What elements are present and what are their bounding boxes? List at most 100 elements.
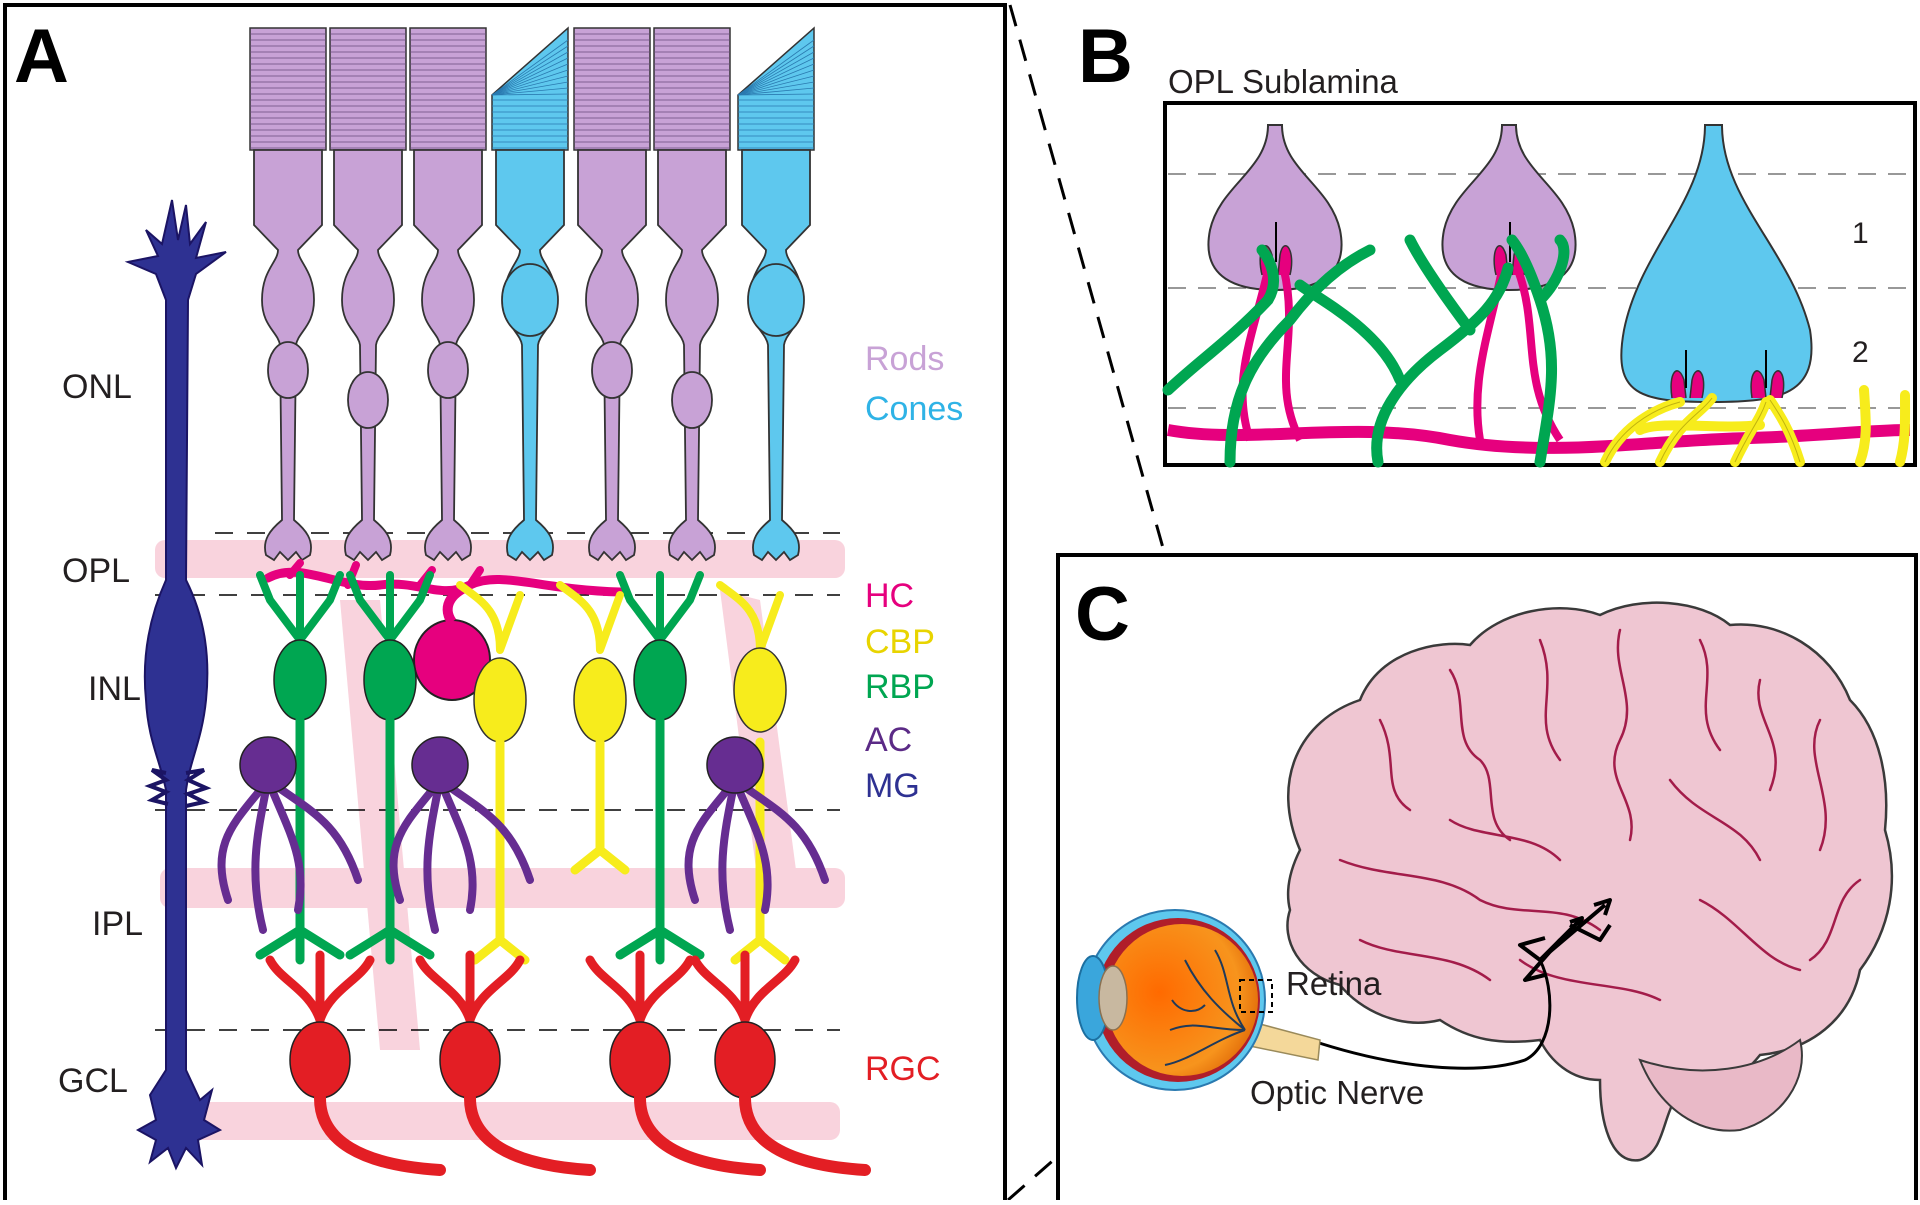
arrow-5	[1569, 923, 1612, 942]
arrow-4	[1523, 938, 1562, 982]
layer-label-opl: OPL	[62, 552, 130, 590]
rbp-soma	[273, 639, 327, 721]
panel-a-letter: A	[14, 14, 69, 99]
cbp-soma	[573, 657, 627, 743]
rbp-dendrites	[256, 571, 344, 644]
rod-photoreceptor-5	[573, 27, 651, 562]
cone-photoreceptor-4	[491, 26, 569, 562]
amacrine-cell-1	[217, 736, 362, 934]
layer-label-inl: INL	[88, 670, 141, 708]
cerebellum	[1638, 1038, 1803, 1132]
rgc-dendrites	[415, 950, 525, 1025]
cbp-dendrites-outline	[1604, 397, 1801, 463]
rbp-soma	[633, 639, 687, 721]
ganglion-cell-4	[690, 950, 871, 1176]
rod-bipolar-cell-1	[255, 571, 345, 965]
rod-nucleus	[671, 371, 713, 429]
rgc-dendrites	[265, 950, 375, 1025]
cone-disc-line	[491, 45, 569, 96]
rgc-axon	[464, 1092, 596, 1176]
cone-disc-line	[491, 75, 569, 96]
cone-disc-line	[491, 81, 569, 96]
rod-nucleus	[427, 341, 469, 399]
cbp-axon	[570, 737, 630, 875]
cone-disc-line	[737, 75, 815, 96]
horizontal-cell	[263, 559, 625, 701]
panel-b: B OPL Sublamina 1 2	[1078, 14, 1917, 468]
ac-soma	[411, 736, 469, 794]
rod-cell-body	[657, 149, 727, 562]
cone-disc-line	[491, 39, 569, 96]
rgc-soma	[439, 1021, 501, 1099]
cbp-soma	[733, 647, 787, 733]
sublamina-label-1: 1	[1852, 217, 1869, 250]
cone-cell-body	[495, 149, 565, 562]
rgc-axon	[739, 1092, 871, 1176]
amacrine-cell-2	[389, 736, 534, 934]
retinal-vessels	[1164, 949, 1246, 1066]
cone-bipolar-cell-2	[556, 581, 630, 875]
hc-axon-branches	[1238, 268, 1564, 443]
sublamina-label-2: 2	[1852, 336, 1869, 369]
cone-disc-line	[737, 51, 815, 96]
rod-bipolar-cell-3	[615, 571, 705, 965]
panel-c-letter: C	[1075, 572, 1130, 657]
rbp-dendrites	[616, 571, 704, 644]
cone-disc-line	[737, 63, 815, 96]
rbp-axon	[255, 715, 345, 965]
legend-label-rgc: RGC	[865, 1050, 941, 1088]
ac-soma	[706, 736, 764, 794]
muller-glia-cell	[124, 199, 227, 1171]
cone-disc-line	[491, 69, 569, 96]
rbp-dendrites	[1162, 234, 1570, 468]
eyeball-retina	[1106, 924, 1258, 1076]
cone-disc-line	[491, 57, 569, 96]
pathway-arrows	[1518, 898, 1612, 982]
rgc-dendrites	[690, 950, 800, 1025]
hc-dendrites	[263, 567, 625, 597]
cone-disc-line	[737, 39, 815, 96]
label-retina: Retina	[1286, 965, 1382, 1002]
brain-sulci	[1338, 628, 1862, 1002]
ganglion-cell-3	[585, 950, 766, 1176]
arrow-3	[1518, 936, 1546, 962]
layer-label-onl: ONL	[62, 368, 132, 406]
rbp-dendrites	[346, 571, 434, 644]
layer-boundaries	[155, 532, 840, 1031]
legend-label-cbp: CBP	[865, 623, 935, 661]
rod-terminal-2	[1441, 124, 1577, 292]
ganglion-cell-2	[415, 950, 596, 1176]
cbp-dendrites	[456, 581, 524, 654]
rgc-soma	[714, 1021, 776, 1099]
legend-label-cones: Cones	[865, 390, 963, 428]
rod-photoreceptor-6	[653, 27, 731, 562]
mg-body	[124, 199, 227, 1171]
legend-label-rods: Rods	[865, 340, 944, 378]
cone-pedicle	[1620, 124, 1813, 404]
cbp-soma	[473, 657, 527, 743]
rgc-dendrites	[585, 950, 695, 1025]
rod-photoreceptor-1	[249, 27, 327, 562]
cone-disc-line	[737, 81, 815, 96]
layer-label-gcl: GCL	[58, 1062, 128, 1100]
cone-disc-line	[737, 57, 815, 96]
rbp-axon	[345, 715, 435, 965]
cbp-dendrites	[556, 581, 624, 654]
layer-labels: ONL OPL INL IPL GCL	[58, 368, 143, 1100]
rod-nucleus	[347, 371, 389, 429]
cone-disc-line	[737, 87, 815, 96]
band-gcl	[160, 1102, 840, 1140]
legend-label-ac: AC	[865, 721, 912, 759]
cone-nucleus	[501, 263, 559, 337]
rbp-axon	[615, 715, 705, 965]
eye	[1076, 909, 1321, 1091]
photoreceptors	[249, 26, 815, 562]
ac-processes	[389, 776, 534, 934]
zoom-line-to-b	[1008, 4, 1167, 556]
cbp-dendrites	[716, 581, 784, 654]
cone-photoreceptor-7	[737, 26, 815, 562]
panel-b-title: OPL Sublamina	[1168, 63, 1399, 100]
